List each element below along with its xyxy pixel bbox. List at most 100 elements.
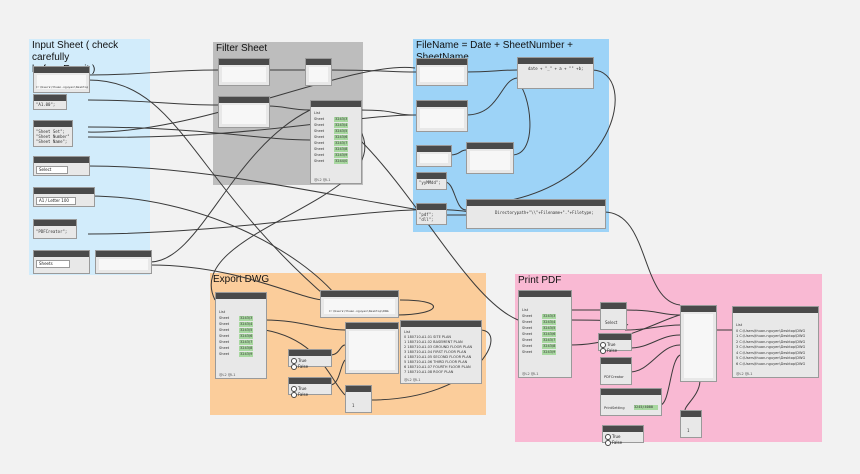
sheet-select-dropdown[interactable]: Select	[36, 166, 68, 174]
export-path-node[interactable]: C:\Users\thuan.nguyen\Desktop\DWG	[320, 290, 399, 318]
export-toggle-1[interactable]: True False	[288, 349, 332, 370]
export-toggle-2[interactable]: True False	[288, 377, 332, 398]
list-item: 3 180710-A1.04 FIRST FLOOR PLAN	[404, 350, 467, 354]
directory-code-node[interactable]: Directorypath+"\\"+Filename+"."+Filetype…	[466, 199, 606, 229]
sheet-select-node[interactable]: Select	[33, 156, 90, 176]
list-footer: @L2 @L1	[522, 372, 539, 376]
export-number-node[interactable]: 1	[345, 385, 372, 413]
print-toggle-1[interactable]: True False	[598, 333, 632, 354]
print-toggle-2[interactable]: True False	[602, 425, 644, 446]
print-setting-value: 3245/4000	[634, 405, 658, 410]
date-format-node[interactable]	[466, 142, 514, 174]
select-label: Select	[605, 320, 618, 325]
date-format-code-node[interactable]: "yyMMdd";	[416, 172, 447, 190]
list-footer: @L2 @L1	[314, 178, 331, 182]
list-item: 5 C:\Users\thuan.nguyen\Desktop\DWG	[736, 356, 806, 360]
list-item: 4 180710-A1.05 SECOND FLOOR PLAN	[404, 355, 472, 359]
filter-node-2[interactable]	[305, 58, 332, 86]
filetype-code-node[interactable]: "pdf"; "dll";	[416, 203, 447, 225]
export-names-node[interactable]: List 0 180710-A1.01 SITE PLAN 1 180710-A…	[400, 320, 482, 384]
number-value: 1	[352, 403, 355, 408]
all-elements-node[interactable]	[95, 250, 152, 274]
list-item: 0 C:\Users\thuan.nguyen\Desktop\DWG	[736, 328, 806, 333]
paper-size-node[interactable]: A1 / Letter 100	[33, 187, 95, 207]
filter-node-1[interactable]	[218, 58, 270, 86]
directory-path-node[interactable]: C:\Users\thuan.nguyen\Desktop\DWG	[33, 66, 90, 93]
number-value: 1	[687, 428, 690, 433]
sheet-params-code-node[interactable]: "Sheet Set"; "Sheet Number"; "Sheet Name…	[33, 120, 73, 147]
list-header: List	[736, 323, 743, 327]
list-item: 1 180710-A1.02 BASEMENT PLAN	[404, 340, 463, 344]
list-item: 2 C:\Users\thuan.nguyen\Desktop\DWG	[736, 339, 806, 344]
print-number-node[interactable]: 1	[680, 410, 702, 438]
list-footer: @L2 @L1	[404, 378, 421, 382]
list-header: List	[314, 111, 321, 115]
list-item: 4 C:\Users\thuan.nguyen\Desktop\DWG	[736, 350, 806, 355]
list-item: 6 180710-A1.07 FOURTH FLOOR PLAN	[404, 365, 471, 369]
print-setting-node[interactable]: PrintSetting 3245/4000	[600, 388, 662, 416]
filename-node-2[interactable]	[416, 100, 468, 132]
date-format-code: "yyMMdd";	[419, 180, 441, 185]
filetype-code: "pdf"; "dll";	[419, 212, 434, 222]
pdf-creator-code: "PDFCreator";	[36, 229, 68, 234]
boolean-toggle[interactable]: True False	[291, 358, 331, 370]
print-select-node[interactable]: Select	[600, 302, 627, 330]
sheets-category-node[interactable]: Sheets	[33, 250, 90, 274]
group-title-print: Print PDF	[518, 275, 562, 286]
list-item: 0 180710-A1.01 SITE PLAN	[404, 335, 452, 339]
sheet-params-code: "Sheet Set"; "Sheet Number"; "Sheet Name…	[36, 129, 70, 144]
list-item: 3 C:\Users\thuan.nguyen\Desktop\DWG	[736, 345, 806, 349]
boolean-toggle[interactable]: True False	[605, 434, 643, 446]
print-paths-list: List 0 C:\Users\thuan.nguyen\Desktop\DWG…	[736, 323, 816, 367]
filter-node-3[interactable]	[218, 96, 270, 128]
print-pdf-node[interactable]	[680, 305, 717, 382]
paper-size-dropdown[interactable]: A1 / Letter 100	[36, 197, 76, 205]
date-code: date + "_" + a + "" +b;	[528, 66, 584, 71]
group-title-export: Export DWG	[213, 274, 270, 285]
sheet-number-code-node[interactable]: "A1.00";	[33, 94, 67, 110]
directory-path-value: C:\Users\thuan.nguyen\Desktop\DWG	[36, 85, 88, 89]
list-header: List	[522, 308, 529, 312]
list-header: List	[219, 310, 226, 314]
list-footer: @L2 @L1	[219, 373, 236, 377]
sheets-category-dropdown[interactable]: Sheets	[36, 260, 70, 268]
group-title-filename: FileName = Date + SheetNumber + SheetNam…	[416, 40, 574, 63]
pdf-creator-code-node[interactable]: "PDFCreator";	[33, 219, 77, 239]
print-paths-node[interactable]: List 0 C:\Users\thuan.nguyen\Desktop\DWG…	[732, 306, 819, 378]
filename-node-1[interactable]	[416, 58, 468, 86]
print-setting-label: PrintSetting	[604, 406, 625, 410]
boolean-toggle[interactable]: True False	[291, 386, 331, 398]
boolean-toggle[interactable]: True False	[600, 342, 631, 354]
directory-code: Directorypath+"\\"+Filename+"."+Filetype…	[495, 210, 594, 215]
list-item: 2 180710-A1.03 GROUND FLOOR PLAN	[404, 345, 473, 349]
print-pdfcreator-node[interactable]: PDFCreator	[600, 357, 632, 385]
date-now-node[interactable]	[416, 145, 452, 167]
export-dwg-node[interactable]	[345, 322, 399, 374]
group-title-filter: Filter Sheet	[216, 43, 268, 54]
date-code-node[interactable]: date + "_" + a + "" +b;	[517, 57, 594, 89]
